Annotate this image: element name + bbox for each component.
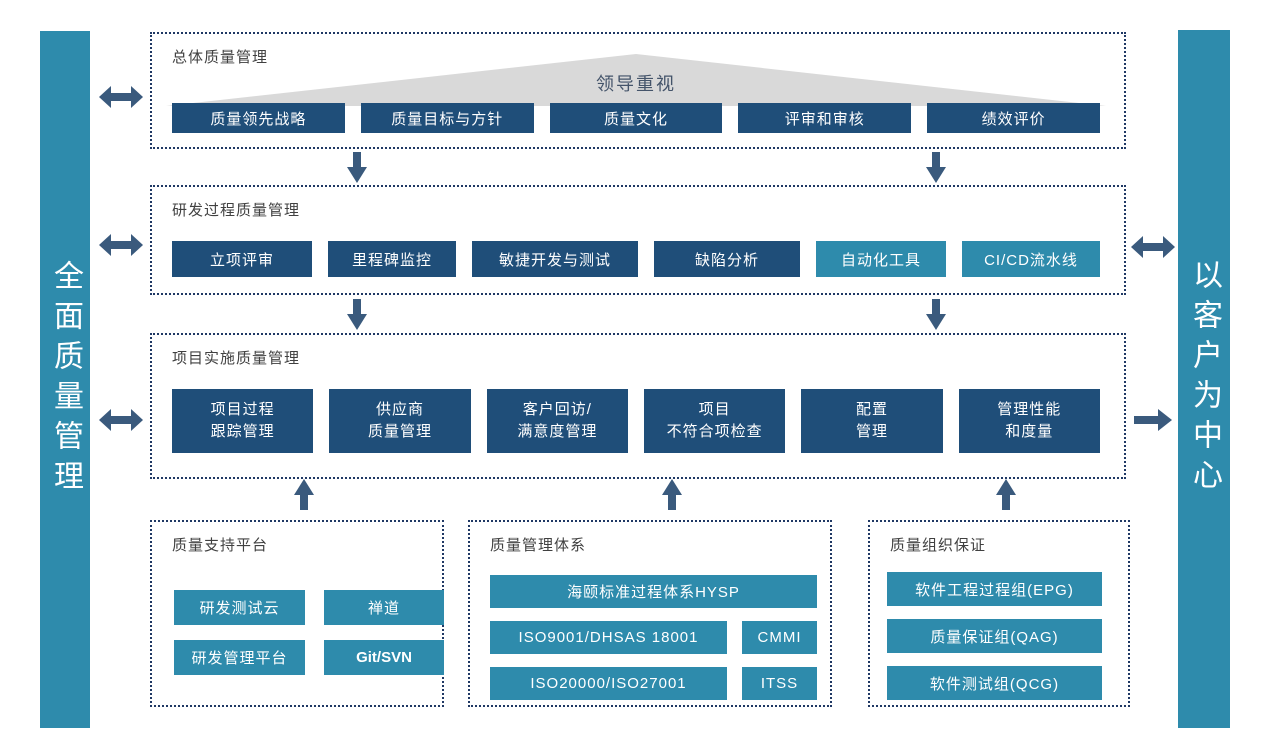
down-arrow-icon	[923, 299, 949, 331]
up-arrow-icon	[659, 478, 685, 510]
right-banner-customer-centric: 以客户为中心	[1178, 30, 1230, 728]
block-customer-visit-satisfaction: 客户回访/ 满意度管理	[486, 389, 628, 453]
leadership-label: 领导重视	[596, 74, 676, 94]
block-quality-goals-policy: 质量目标与方针	[360, 103, 534, 133]
block-iso20000-iso27001: ISO20000/ISO27001	[490, 667, 727, 700]
leadership-triangle: 领导重视	[166, 54, 1106, 106]
block-line: 项目	[698, 401, 731, 418]
double-arrow-icon	[1131, 235, 1175, 259]
double-arrow-icon	[99, 408, 143, 432]
panel-impl-title: 项目实施质量管理	[172, 350, 301, 367]
panel-overall-title: 总体质量管理	[172, 49, 269, 66]
panel-quality-org-assurance: 质量组织保证 软件工程过程组(EPG) 质量保证组(QAG) 软件测试组(QCG…	[868, 520, 1130, 707]
block-line: 项目过程	[210, 401, 275, 418]
block-configuration-management: 配置 管理	[801, 389, 943, 453]
down-arrow-icon	[344, 299, 370, 331]
block-line: 管理	[855, 423, 888, 440]
block-line: 供应商	[375, 401, 424, 418]
impl-items-row: 项目过程 跟踪管理 供应商 质量管理 客户回访/ 满意度管理 项目 不符合项检查…	[172, 389, 1100, 453]
double-arrow-icon	[99, 233, 143, 257]
panel-org-title: 质量组织保证	[890, 537, 987, 554]
block-cmmi: CMMI	[742, 621, 817, 654]
block-line: 客户回访/	[522, 401, 592, 418]
down-arrow-icon	[923, 152, 949, 184]
left-banner-total-quality: 全面质量管理	[40, 31, 90, 728]
right-banner-label: 以客户为中心	[1188, 259, 1221, 499]
panel-quality-support-platform: 质量支持平台 研发测试云 禅道 研发管理平台 Git/SVN	[150, 520, 444, 707]
block-review-audit: 评审和审核	[738, 103, 912, 133]
block-nonconformance-check: 项目 不符合项检查	[643, 389, 786, 453]
block-iso9001-dhsas: ISO9001/DHSAS 18001	[490, 621, 727, 654]
block-qag-group: 质量保证组(QAG)	[887, 619, 1102, 653]
triangle-shape-icon	[166, 54, 1106, 106]
system-items-grid: ISO9001/DHSAS 18001 CMMI ISO20000/ISO270…	[490, 621, 817, 700]
block-line: 质量管理	[367, 423, 432, 440]
left-banner-label: 全面质量管理	[49, 259, 82, 500]
panel-rd-process-quality: 研发过程质量管理 立项评审 里程碑监控 敏捷开发与测试 缺陷分析 自动化工具 C…	[150, 185, 1126, 295]
block-zentao: 禅道	[324, 590, 444, 625]
block-agile-dev-testing: 敏捷开发与测试	[472, 241, 638, 277]
panel-rd-title: 研发过程质量管理	[172, 202, 301, 219]
block-milestone-monitoring: 里程碑监控	[328, 241, 456, 277]
block-cicd-pipeline: CI/CD流水线	[962, 241, 1100, 277]
block-performance-evaluation: 绩效评价	[927, 103, 1100, 133]
block-rd-test-cloud: 研发测试云	[174, 590, 305, 625]
block-line: 配置	[855, 401, 888, 418]
block-quality-culture: 质量文化	[549, 103, 723, 133]
up-arrow-icon	[291, 478, 317, 510]
double-arrow-icon	[99, 85, 143, 109]
rd-items-row: 立项评审 里程碑监控 敏捷开发与测试 缺陷分析 自动化工具 CI/CD流水线	[172, 241, 1100, 277]
panel-project-impl-quality: 项目实施质量管理 项目过程 跟踪管理 供应商 质量管理 客户回访/ 满意度管理 …	[150, 333, 1126, 479]
right-arrow-icon	[1134, 409, 1172, 431]
block-project-approval-review: 立项评审	[172, 241, 312, 277]
overall-items-row: 质量领先战略 质量目标与方针 质量文化 评审和审核 绩效评价	[172, 103, 1100, 133]
panel-overall-quality: 领导重视 总体质量管理 质量领先战略 质量目标与方针 质量文化 评审和审核 绩效…	[150, 32, 1126, 149]
block-hysp-standard-process: 海颐标准过程体系HYSP	[490, 575, 817, 608]
block-management-performance-measure: 管理性能 和度量	[958, 389, 1100, 453]
block-line: 满意度管理	[517, 423, 598, 440]
block-supplier-quality: 供应商 质量管理	[329, 389, 471, 453]
panel-system-title: 质量管理体系	[490, 537, 587, 554]
block-automation-tools: 自动化工具	[816, 241, 946, 277]
org-items-stack: 软件工程过程组(EPG) 质量保证组(QAG) 软件测试组(QCG)	[887, 572, 1102, 700]
block-qcg-group: 软件测试组(QCG)	[887, 666, 1102, 700]
block-line: 不符合项检查	[666, 423, 763, 440]
block-git-svn: Git/SVN	[324, 640, 444, 675]
block-line: 和度量	[1005, 423, 1054, 440]
support-items-grid: 研发测试云 禅道 研发管理平台 Git/SVN	[174, 590, 444, 675]
up-arrow-icon	[993, 478, 1019, 510]
block-line: 管理性能	[997, 401, 1062, 418]
down-arrow-icon	[344, 152, 370, 184]
panel-quality-management-system: 质量管理体系 海颐标准过程体系HYSP ISO9001/DHSAS 18001 …	[468, 520, 832, 707]
block-rd-management-platform: 研发管理平台	[174, 640, 305, 675]
block-project-process-tracking: 项目过程 跟踪管理	[172, 389, 314, 453]
block-itss: ITSS	[742, 667, 817, 700]
block-epg-group: 软件工程过程组(EPG)	[887, 572, 1102, 606]
block-line: 跟踪管理	[210, 423, 275, 440]
block-quality-leading-strategy: 质量领先战略	[172, 103, 345, 133]
block-defect-analysis: 缺陷分析	[654, 241, 800, 277]
panel-support-title: 质量支持平台	[172, 537, 269, 554]
